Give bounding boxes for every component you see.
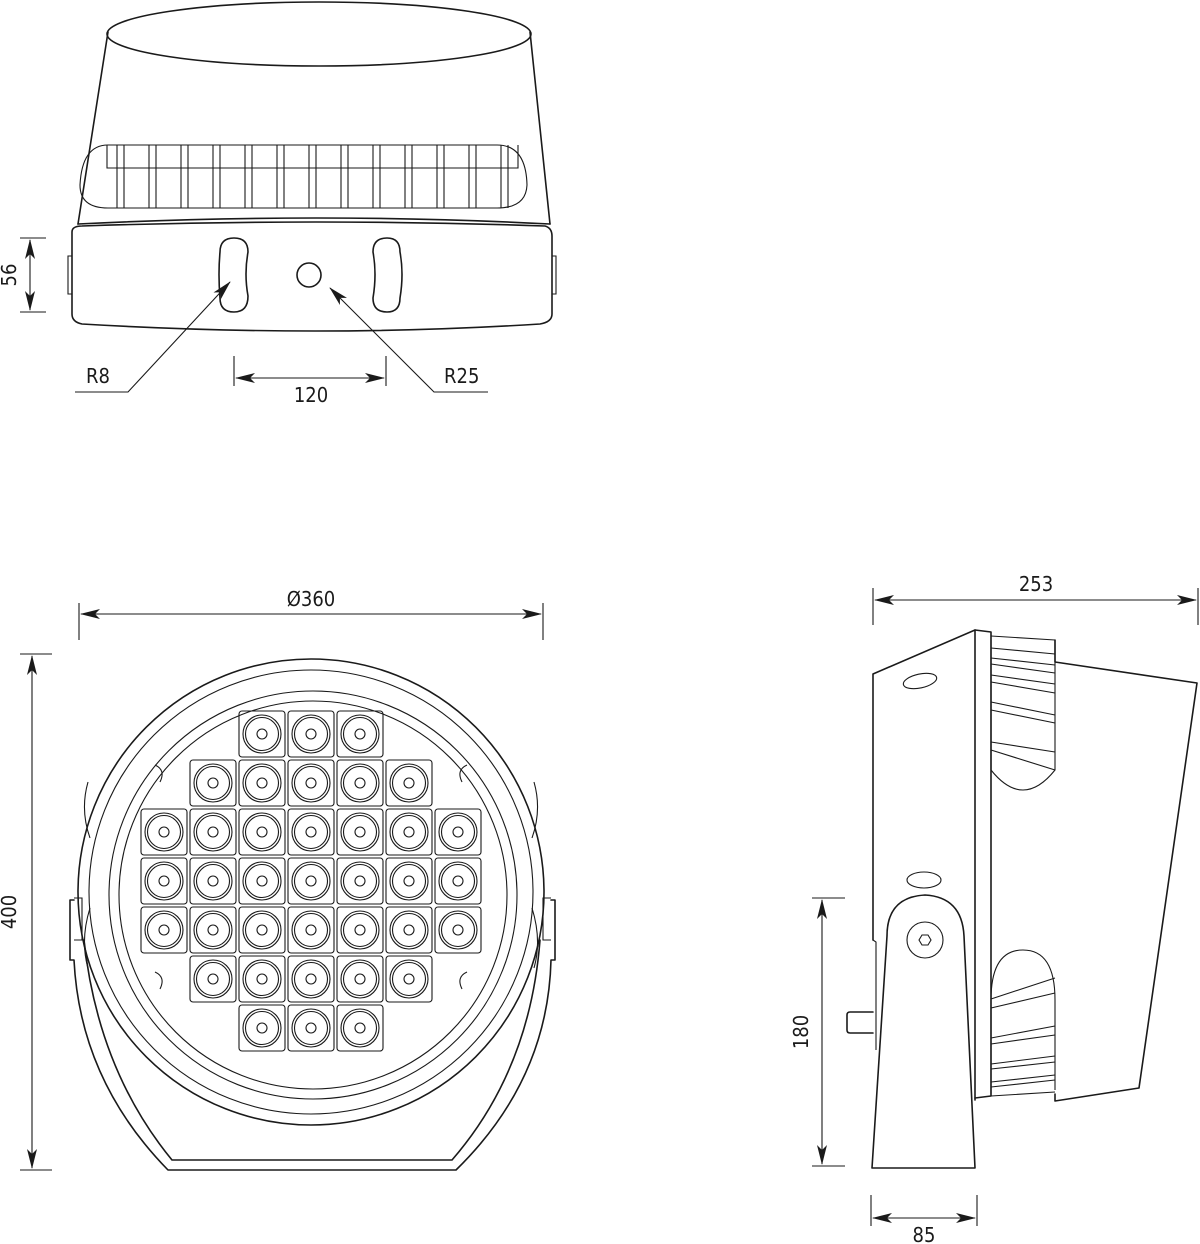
led-module xyxy=(336,906,384,954)
led-module xyxy=(189,808,237,856)
led-grid xyxy=(140,710,482,1052)
led-module xyxy=(385,759,433,807)
side-view: 253 180 85 xyxy=(789,572,1199,1244)
led-module xyxy=(336,710,384,758)
led-module xyxy=(238,1004,286,1052)
slot-right xyxy=(372,237,403,313)
led-module xyxy=(287,955,335,1003)
led-module xyxy=(336,808,384,856)
led-module xyxy=(287,808,335,856)
led-module xyxy=(336,955,384,1003)
dim-r8-label: R8 xyxy=(86,364,110,388)
led-module xyxy=(287,906,335,954)
dim-120-label: 120 xyxy=(294,383,328,407)
cable-gland xyxy=(846,1011,874,1034)
adjust-slot xyxy=(906,871,942,889)
center-hole xyxy=(296,262,322,288)
dim-400-label: 400 xyxy=(0,895,21,929)
led-module xyxy=(385,906,433,954)
led-module xyxy=(238,759,286,807)
dim-180-label: 180 xyxy=(789,1015,813,1049)
led-module xyxy=(140,808,188,856)
led-module xyxy=(434,857,482,905)
led-module xyxy=(434,808,482,856)
led-module xyxy=(140,857,188,905)
led-module xyxy=(140,906,188,954)
dim-56-label: 56 xyxy=(0,264,21,287)
led-module xyxy=(287,710,335,758)
led-module xyxy=(336,759,384,807)
base-ring xyxy=(71,221,553,332)
pivot-bolt xyxy=(906,921,944,959)
led-module xyxy=(336,857,384,905)
led-module xyxy=(287,759,335,807)
lens-top-ellipse xyxy=(106,1,532,67)
led-module xyxy=(189,857,237,905)
housing-outer-ring xyxy=(77,658,545,1126)
slot-left xyxy=(218,237,249,313)
led-module xyxy=(385,857,433,905)
mounting-bracket xyxy=(871,894,976,1169)
led-module xyxy=(385,955,433,1003)
led-module xyxy=(189,759,237,807)
front-view: Ø360 400 xyxy=(0,587,556,1171)
led-module xyxy=(385,808,433,856)
led-module xyxy=(189,955,237,1003)
led-module xyxy=(238,857,286,905)
led-module xyxy=(434,906,482,954)
dim-253-label: 253 xyxy=(1019,572,1053,596)
led-module xyxy=(238,955,286,1003)
yoke-bracket xyxy=(69,899,556,1171)
led-module xyxy=(238,710,286,758)
fin-band xyxy=(79,144,528,209)
top-view: 56 R8 R25 120 xyxy=(0,1,557,407)
dim-85-label: 85 xyxy=(913,1223,936,1244)
led-module xyxy=(287,1004,335,1052)
dim-r25-label: R25 xyxy=(444,364,479,388)
hex-socket-icon xyxy=(918,934,932,946)
led-module xyxy=(287,857,335,905)
led-module xyxy=(336,1004,384,1052)
led-module xyxy=(238,808,286,856)
led-module xyxy=(189,906,237,954)
front-lens-housing xyxy=(1054,639,1198,1102)
rear-housing xyxy=(872,629,976,1101)
led-module xyxy=(238,906,286,954)
dim-diameter-label: Ø360 xyxy=(287,587,336,611)
